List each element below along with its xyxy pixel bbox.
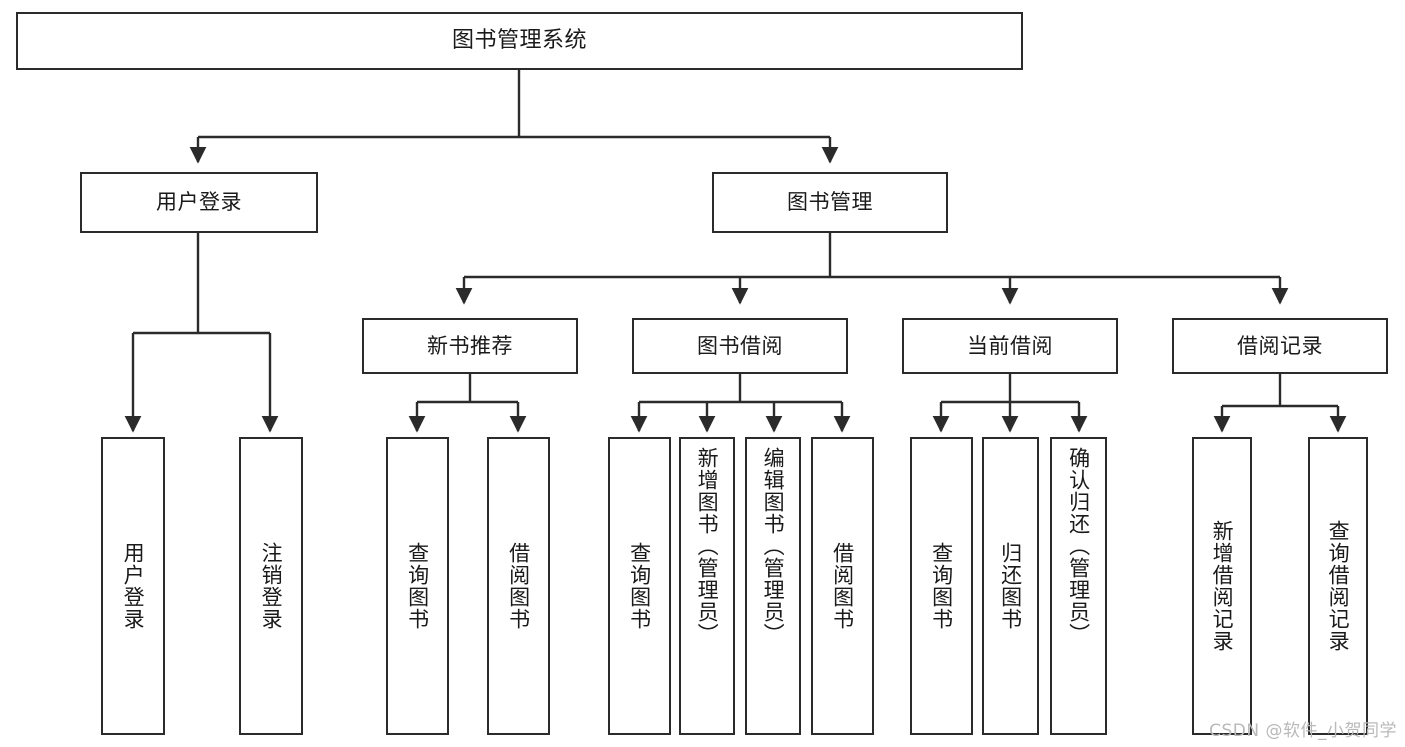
leaf-user-login-logout[interactable]: 注销登录 xyxy=(239,437,303,735)
node-label: 查询图书 xyxy=(405,542,430,630)
watermark-text: CSDN @软件_小贺同学 xyxy=(1209,721,1397,741)
leaf-user-login-login[interactable]: 用户登录 xyxy=(101,437,165,735)
node-label: 借阅记录 xyxy=(1237,333,1323,358)
node-label: 查询图书 xyxy=(929,542,954,630)
node-label: 用户登录 xyxy=(156,190,242,215)
leaf-book-borrow-edit-book-admin[interactable]: 编辑图书（管理员） xyxy=(745,437,801,735)
node-label: 新增图书（管理员） xyxy=(695,447,720,645)
leaf-book-borrow-borrow-book[interactable]: 借阅图书 xyxy=(811,437,874,735)
node-book-management[interactable]: 图书管理 xyxy=(712,172,948,233)
node-book-borrow[interactable]: 图书借阅 xyxy=(632,318,848,374)
node-label: 图书借阅 xyxy=(697,333,783,358)
leaf-book-borrow-query-book[interactable]: 查询图书 xyxy=(608,437,671,735)
leaf-current-borrow-confirm-return-admin[interactable]: 确认归还（管理员） xyxy=(1050,437,1107,735)
leaf-borrow-record-add-record[interactable]: 新增借阅记录 xyxy=(1192,437,1252,735)
leaf-current-borrow-query-book[interactable]: 查询图书 xyxy=(910,437,973,735)
node-label: 当前借阅 xyxy=(967,333,1053,358)
node-label: 图书管理系统 xyxy=(451,28,587,54)
node-current-borrow[interactable]: 当前借阅 xyxy=(902,318,1118,374)
node-label: 新增借阅记录 xyxy=(1210,520,1235,652)
node-label: 查询借阅记录 xyxy=(1326,520,1351,652)
node-label: 借阅图书 xyxy=(506,542,531,630)
node-user-login[interactable]: 用户登录 xyxy=(80,172,318,233)
leaf-current-borrow-return-book[interactable]: 归还图书 xyxy=(982,437,1039,735)
node-label: 查询图书 xyxy=(627,542,652,630)
node-label: 图书管理 xyxy=(787,190,873,215)
node-borrow-record[interactable]: 借阅记录 xyxy=(1172,318,1388,374)
node-new-book-recommend[interactable]: 新书推荐 xyxy=(362,318,578,374)
leaf-new-book-borrow-book[interactable]: 借阅图书 xyxy=(487,437,550,735)
leaf-new-book-query-book[interactable]: 查询图书 xyxy=(386,437,449,735)
node-label: 编辑图书（管理员） xyxy=(761,447,786,645)
node-root-system[interactable]: 图书管理系统 xyxy=(16,12,1023,70)
node-label: 注销登录 xyxy=(259,542,284,630)
node-label: 用户登录 xyxy=(121,542,146,630)
leaf-borrow-record-query-record[interactable]: 查询借阅记录 xyxy=(1308,437,1368,735)
node-label: 新书推荐 xyxy=(427,333,513,358)
node-label: 归还图书 xyxy=(998,542,1023,630)
node-label: 确认归还（管理员） xyxy=(1066,447,1091,645)
node-label: 借阅图书 xyxy=(830,542,855,630)
leaf-book-borrow-add-book-admin[interactable]: 新增图书（管理员） xyxy=(679,437,735,735)
